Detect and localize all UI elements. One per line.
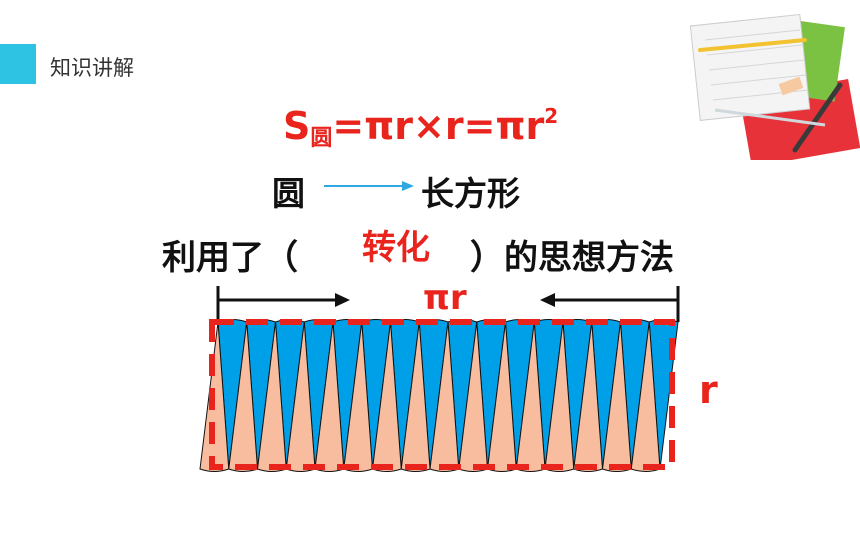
sentence-before: 利用了（	[162, 238, 298, 278]
transform-to: 长方形	[421, 174, 520, 213]
width-label: r	[699, 368, 718, 412]
rectangle-outline	[209, 319, 675, 470]
transform-arrow-icon	[324, 181, 414, 191]
section-accent-bar	[0, 44, 36, 84]
transform-from: 圆	[272, 174, 305, 213]
formula-exponent: 2	[544, 104, 559, 128]
formula-s: S	[283, 104, 311, 148]
formula-subscript: 圆	[310, 126, 333, 151]
stationery-decoration-icon	[689, 13, 860, 160]
length-label: πr	[423, 278, 467, 318]
sentence-after: ）的思想方法	[470, 238, 674, 278]
wedges-group	[199, 319, 679, 472]
rearranged-circle-diagram	[199, 286, 680, 472]
sentence-answer: 转化	[362, 228, 430, 268]
area-formula: S圆=πr×r=πr2	[283, 104, 559, 151]
dimension-left-arrowhead	[540, 293, 555, 307]
dimension-right-arrowhead	[335, 293, 350, 307]
formula-body: =πr×r=πr	[332, 104, 545, 148]
section-title: 知识讲解	[50, 56, 134, 80]
